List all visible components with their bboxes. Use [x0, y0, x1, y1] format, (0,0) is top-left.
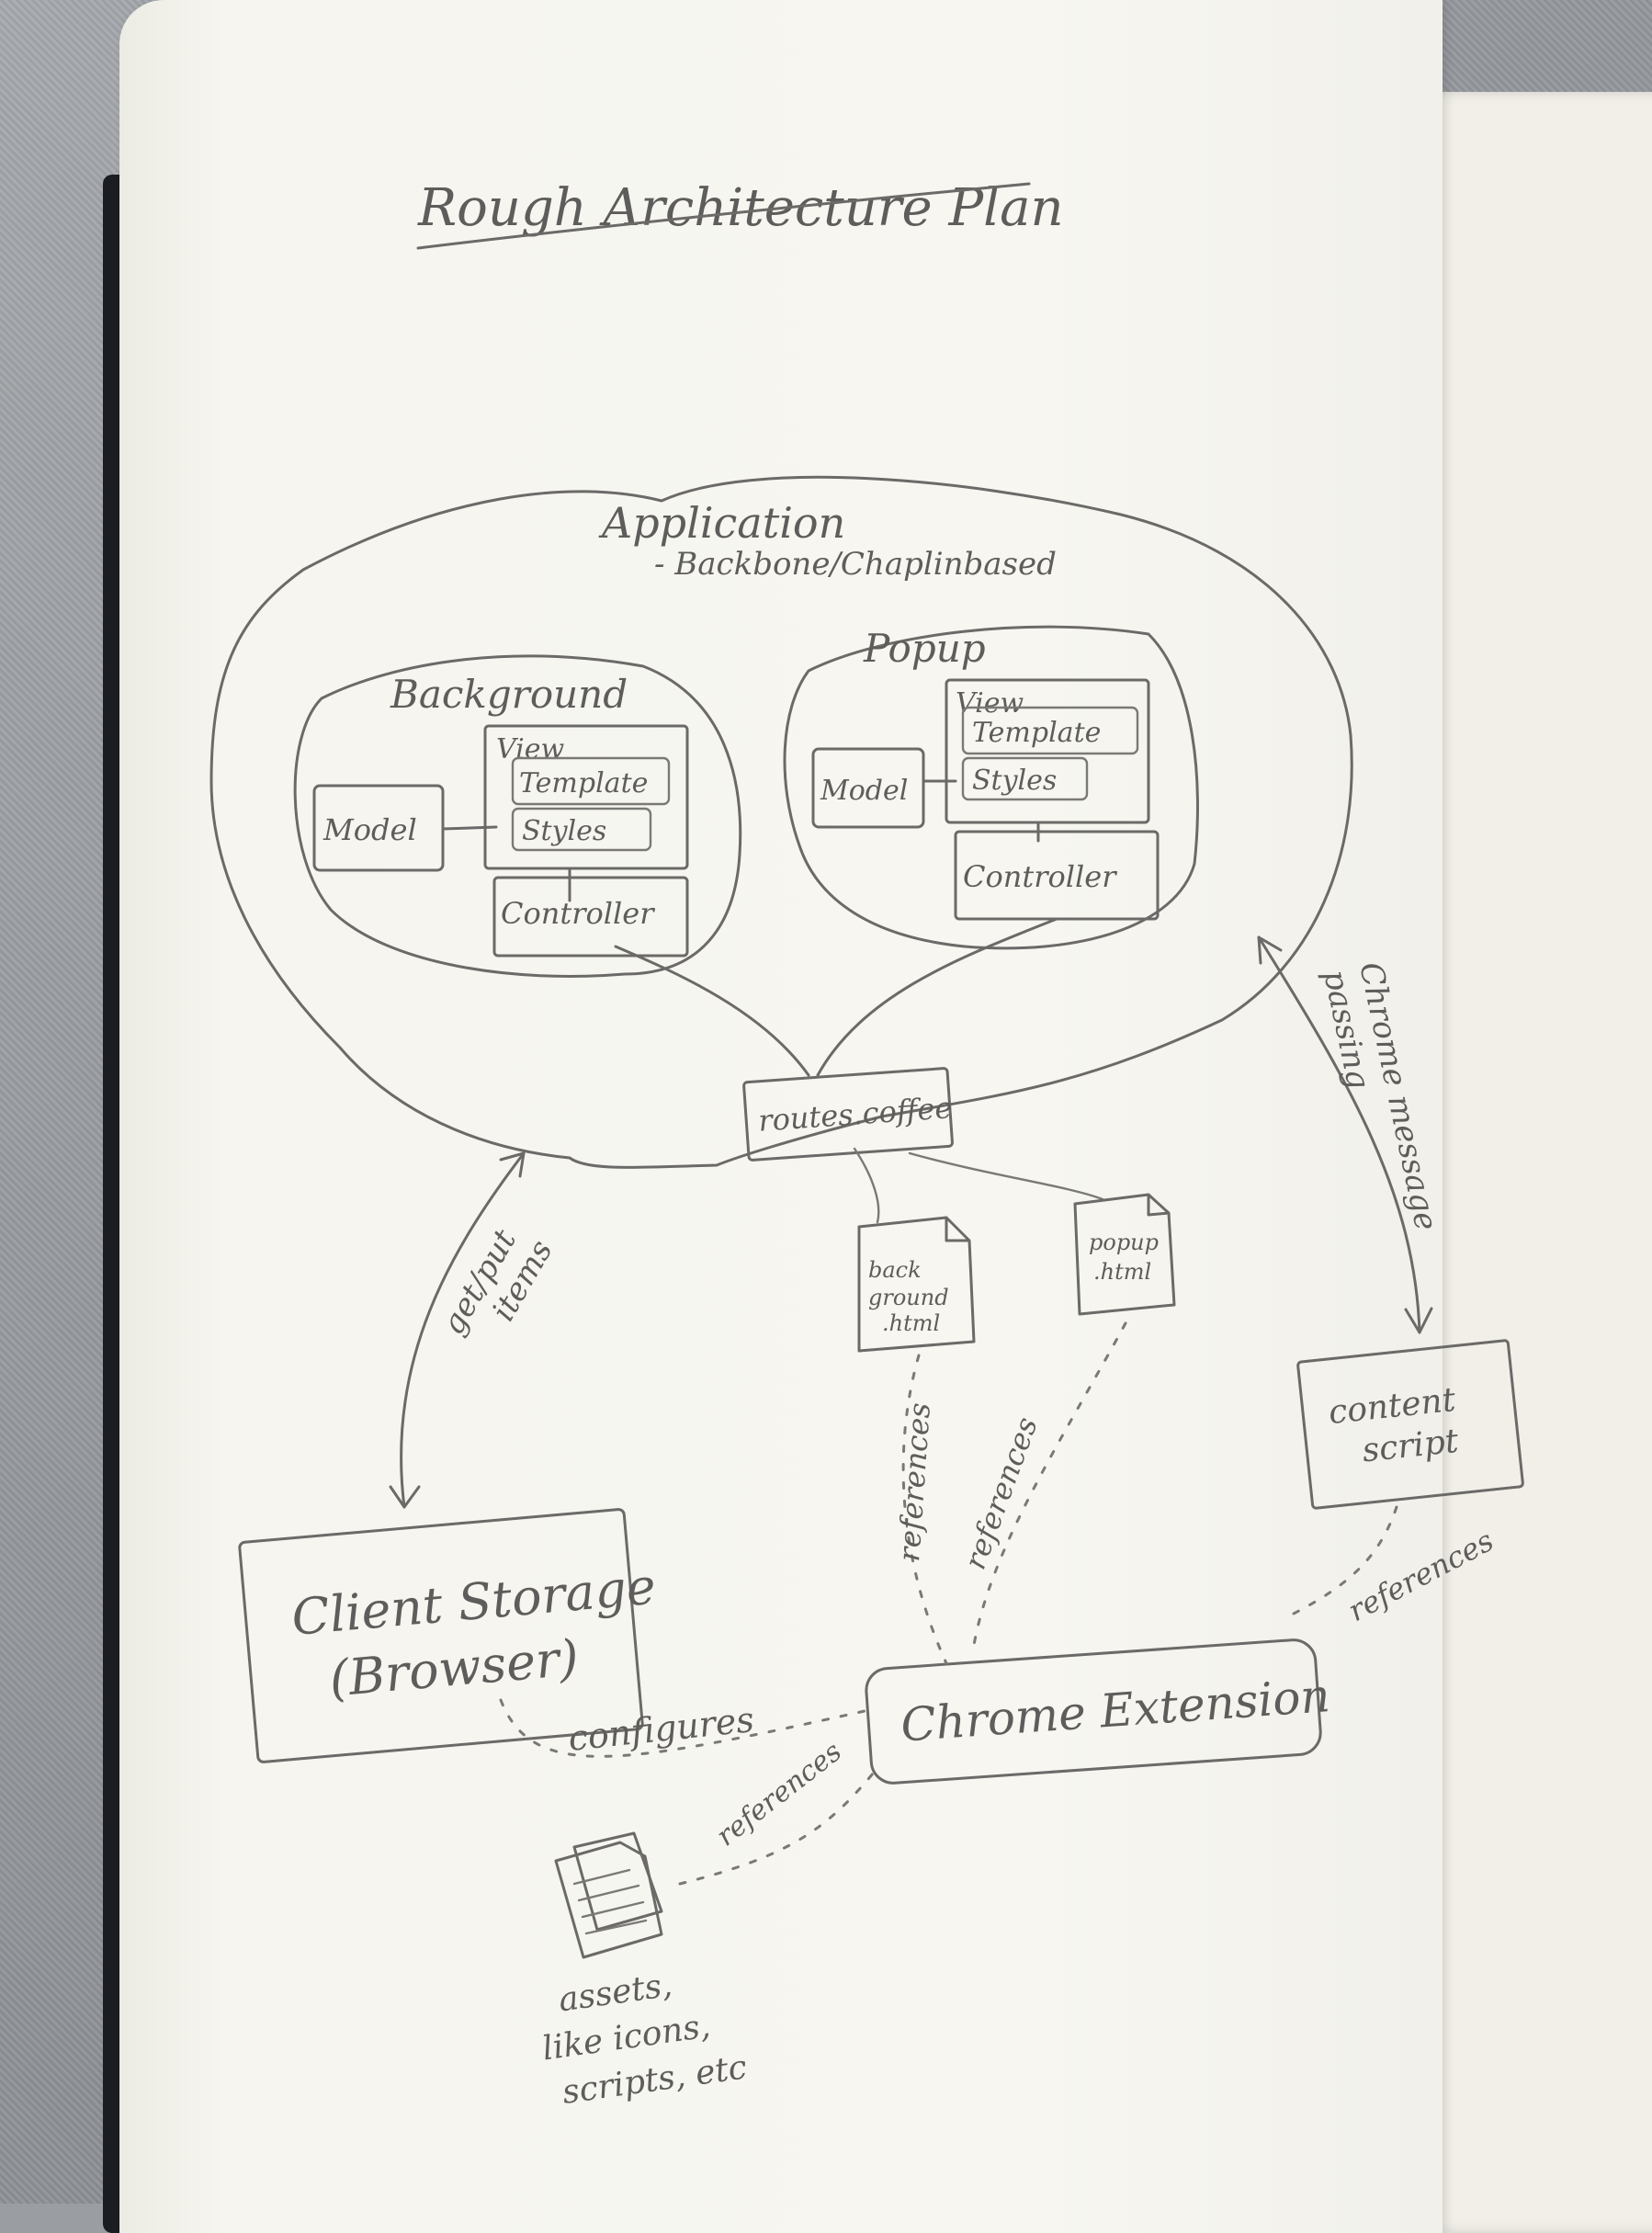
background-styles-label: Styles — [522, 815, 606, 847]
routes-popup-html-link — [908, 1151, 1104, 1201]
popup-controller-label: Controller — [963, 859, 1117, 894]
background-model-label: Model — [322, 812, 417, 847]
configures-label: configures — [566, 1699, 755, 1759]
background-routes-link — [614, 945, 810, 1077]
background-html-label: back ground .html — [868, 1257, 956, 1336]
notebook-right-page — [1415, 92, 1652, 2233]
get-put-arrow — [400, 1151, 526, 1509]
get-put-arrowhead-bottom — [389, 1485, 421, 1509]
background-controller-box — [492, 876, 689, 958]
client-storage-label: Client Storage (Browser) — [289, 1556, 679, 1711]
content-script-box — [1296, 1339, 1524, 1510]
assets-label: assets, like icons, scripts, etc — [534, 1957, 750, 2114]
popup-model-box — [811, 747, 925, 829]
routes-file-label: routes.coffee — [757, 1090, 953, 1139]
background-view-label: View — [496, 733, 564, 765]
chrome-extension-box — [865, 1638, 1322, 1785]
configures-edge — [499, 1698, 875, 1758]
background-html-file — [857, 1216, 976, 1353]
message-passing-arrow — [1257, 935, 1421, 1334]
popup-model-label: Model — [820, 775, 908, 807]
client-storage-box — [238, 1508, 644, 1763]
popup-html-references-edge — [972, 1321, 1127, 1647]
background-module-boundary — [293, 654, 742, 978]
background-controller-label: Controller — [501, 896, 655, 931]
background-html-references-edge — [901, 1354, 948, 1665]
assets-references-edge — [678, 1772, 875, 1886]
background-template-box — [511, 756, 671, 806]
application-sublabel: - Backbone/Chaplinbased — [654, 546, 1057, 583]
popup-html-references-label: references — [957, 1412, 1045, 1574]
content-script-references-edge — [1284, 1505, 1398, 1619]
chrome-extension-label: Chrome Extension — [900, 1669, 1332, 1751]
get-put-arrowhead-top — [499, 1151, 526, 1178]
background-html-references-label: references — [891, 1401, 937, 1562]
message-passing-arrowhead-bottom — [1404, 1307, 1433, 1334]
message-passing-label: Chrome message passing — [1316, 959, 1446, 1252]
background-model-view-link — [441, 825, 498, 831]
assets-references-label: references — [710, 1736, 847, 1853]
popup-routes-link — [816, 917, 1058, 1077]
popup-template-box — [961, 706, 1139, 755]
popup-styles-box — [961, 756, 1089, 801]
get-put-label: get/put items — [435, 1215, 560, 1359]
popup-template-label: Template — [972, 717, 1101, 749]
background-module-label: Background — [390, 672, 628, 717]
routes-background-html-link — [853, 1147, 880, 1224]
application-label: Application — [598, 498, 845, 548]
notebook-left-page — [119, 0, 1443, 2233]
routes-file-box — [742, 1067, 954, 1162]
popup-view-label: View — [956, 687, 1024, 720]
popup-module-boundary — [783, 625, 1199, 950]
title-underline — [416, 182, 1031, 250]
message-passing-arrowhead-top — [1257, 935, 1283, 965]
content-script-references-label: references — [1342, 1523, 1499, 1628]
assets-documents-icon — [554, 1831, 663, 1959]
background-view-box — [483, 724, 689, 870]
content-script-label: content script — [1327, 1380, 1472, 1473]
popup-view-box — [945, 678, 1150, 824]
popup-html-label: popup .html — [1089, 1230, 1166, 1285]
sketch-title: Rough Architecture Plan — [417, 178, 1064, 238]
background-styles-box — [511, 807, 652, 852]
popup-styles-label: Styles — [972, 765, 1057, 797]
popup-module-label: Popup — [863, 626, 986, 671]
background-template-label: Template — [519, 767, 648, 799]
popup-html-file — [1073, 1193, 1176, 1316]
application-boundary — [209, 475, 1353, 1169]
